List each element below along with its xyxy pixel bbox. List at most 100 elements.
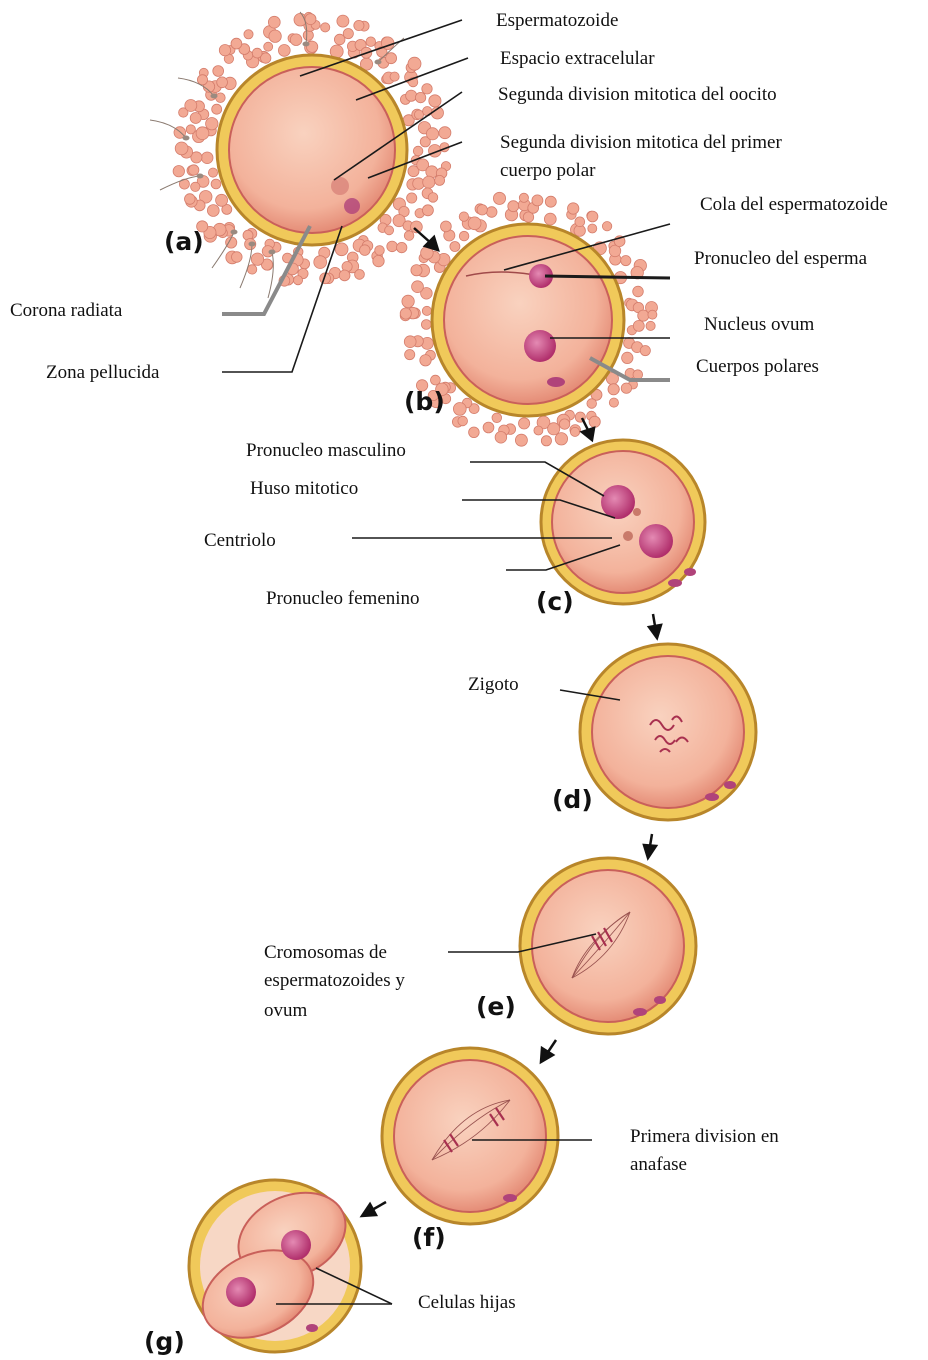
corona-cell (335, 243, 348, 256)
corona-cell (405, 350, 415, 360)
corona-cell (185, 194, 196, 205)
corona-cell (420, 355, 431, 366)
corona-cell (423, 176, 435, 188)
corona-cell (544, 213, 556, 225)
polar-body (633, 1008, 647, 1016)
corona-cell (519, 418, 530, 429)
corona-cell (185, 100, 197, 112)
corona-cell (575, 217, 585, 227)
corona-cell (413, 146, 423, 156)
corona-cell (343, 28, 353, 38)
corona-cell (568, 203, 579, 214)
corona-cell (231, 38, 242, 49)
label-corona-radiata: Corona radiata (10, 300, 123, 321)
corona-cell (268, 16, 280, 28)
corona-cell (354, 20, 364, 30)
corona-cell (290, 34, 302, 46)
stage-g-two-cell (189, 1176, 361, 1355)
corona-cell (441, 221, 452, 232)
corona-cell (587, 399, 597, 409)
corona-cell (212, 104, 222, 114)
corona-cell (390, 72, 399, 81)
centriole (623, 531, 633, 541)
sperm-head (231, 230, 238, 235)
corona-cell (406, 90, 417, 101)
corona-cell (439, 127, 451, 139)
polar-body (684, 568, 696, 576)
corona-cell (404, 231, 414, 241)
corona-cell (534, 426, 543, 435)
polar-body (306, 1324, 318, 1332)
corona-cell (609, 398, 618, 407)
arrow-f-to-g-icon (362, 1202, 386, 1216)
corona-cell (555, 433, 567, 445)
corona-cell (232, 252, 243, 263)
stage-tag-g: (g) (144, 1327, 185, 1356)
corona-cell (173, 166, 184, 177)
corona-cell (486, 207, 497, 218)
corona-cell (548, 423, 560, 435)
label-cuerpos-polares: Cuerpos polares (696, 356, 819, 377)
corona-cell (429, 95, 441, 107)
corona-cell (407, 193, 417, 203)
sperm-head (249, 242, 256, 247)
corona-cell (493, 192, 505, 204)
corona-cell (264, 42, 273, 51)
corona-cell (608, 384, 619, 395)
corona-cell (640, 346, 650, 356)
female-pronucleus (639, 524, 673, 558)
corona-cell (252, 48, 262, 58)
corona-cell (621, 256, 631, 266)
corona-cell (633, 320, 644, 331)
corona-cell (360, 245, 371, 256)
sperm-head (183, 136, 190, 141)
corona-cell (190, 113, 201, 124)
cytoplasm (394, 1060, 546, 1212)
corona-cell (435, 175, 445, 185)
corona-cell (400, 308, 411, 319)
corona-cell (508, 201, 519, 212)
corona-cell (251, 253, 263, 265)
corona-cell (541, 436, 551, 446)
sperm-head (375, 60, 382, 65)
corona-cell (321, 23, 330, 32)
corona-cell (519, 193, 528, 202)
label-segunda-division-oocito: Segunda division mitotica del oocito (498, 84, 777, 105)
corona-cell (408, 57, 421, 70)
corona-cell (587, 211, 598, 222)
stage-tag-f: (f) (412, 1223, 446, 1252)
label-pronucleo-esperma: Pronucleo del esperma (694, 248, 868, 269)
corona-cell (428, 193, 438, 203)
corona-cell (191, 182, 200, 191)
sperm-head (269, 250, 276, 255)
corona-cell (337, 15, 349, 27)
corona-cell (404, 336, 416, 348)
corona-cell (402, 295, 414, 307)
polar-body (705, 793, 719, 801)
corona-cell (207, 205, 219, 217)
corona-cell (293, 276, 302, 285)
stage-tag-a: (a) (164, 227, 204, 256)
corona-cell (373, 255, 384, 266)
centriole (633, 508, 641, 516)
polar-body (547, 377, 565, 387)
corona-cell (397, 242, 407, 252)
label-segunda-division-polar-line1: Segunda division mitotica del primer (500, 132, 782, 153)
cytoplasm (552, 451, 694, 593)
stage-tag-b: (b) (404, 387, 445, 416)
corona-cell (646, 321, 655, 330)
corona-cell (189, 165, 199, 175)
stage-tag-c: (c) (536, 587, 574, 616)
polar-body (668, 579, 682, 587)
oocyte-cytoplasm (444, 236, 612, 404)
sperm-head (303, 42, 310, 47)
stage-d-zygote (580, 644, 756, 820)
corona-cell (387, 241, 398, 252)
corona-cell (633, 286, 644, 297)
label-nucleus-ovum: Nucleus ovum (704, 314, 815, 335)
male-pronucleus (601, 485, 635, 519)
label-cromosomas-line2: espermatozoides y (264, 970, 405, 991)
corona-cell (426, 128, 438, 140)
corona-cell (453, 403, 466, 416)
